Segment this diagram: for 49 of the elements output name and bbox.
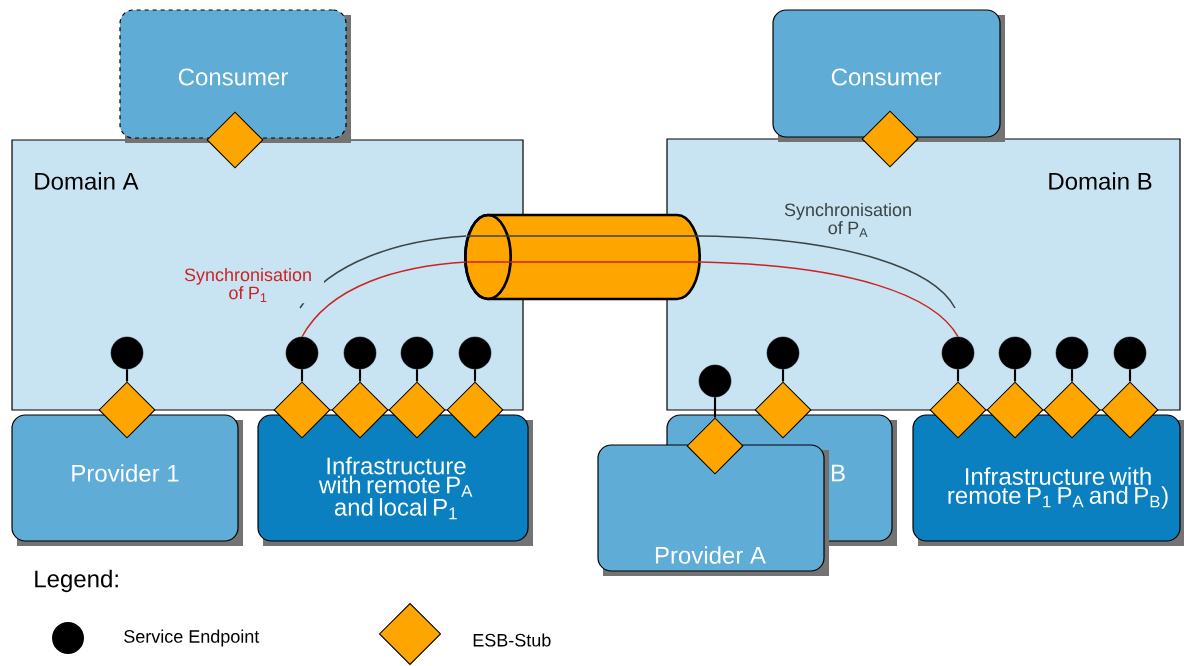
connector-line xyxy=(473,369,477,382)
sync-line xyxy=(698,261,959,338)
connector-line xyxy=(713,397,717,418)
stub-diamond xyxy=(861,110,919,168)
connector-line xyxy=(125,369,129,382)
endpoint-circle xyxy=(998,336,1032,370)
stub-diamond xyxy=(986,381,1044,439)
endpoint-circle xyxy=(110,336,144,370)
stub-diamond xyxy=(273,381,331,439)
stub-diamond xyxy=(1043,381,1101,439)
endpoint-circle xyxy=(343,336,377,370)
endpoint-circle xyxy=(1055,336,1089,370)
connector-line xyxy=(1128,369,1132,382)
endpoint-circle xyxy=(698,364,732,398)
bus-cylinder xyxy=(464,213,701,301)
stub-diamond xyxy=(446,381,504,439)
infrastructure-box: Infrastructure with remote P$_{A}$ and local P$_{1}$ xyxy=(257,414,533,546)
stub-diamond xyxy=(331,381,389,439)
sync-line xyxy=(698,235,956,309)
provider-box: Provider 1 xyxy=(11,414,243,546)
consumer-box: Consumer xyxy=(119,9,351,143)
endpoint-circle xyxy=(941,336,975,370)
endpoint-circle xyxy=(1113,336,1147,370)
provider-box: Provider A xyxy=(597,444,829,576)
sync-line xyxy=(301,261,468,338)
endpoint-circle xyxy=(458,336,492,370)
legend-heading: Legend: xyxy=(35,569,118,593)
connector-line xyxy=(415,369,419,382)
connector-line xyxy=(1013,369,1017,382)
legend-label: Service Endpoint xyxy=(124,629,260,647)
stub-diamond xyxy=(754,381,812,439)
stub-diamond xyxy=(929,381,987,439)
endpoint-circle xyxy=(766,336,800,370)
connector-line xyxy=(781,369,785,382)
endpoint-circle xyxy=(285,336,319,370)
consumer-box: Consumer xyxy=(772,9,1005,142)
stub-diamond xyxy=(1101,381,1159,439)
connector-line xyxy=(300,369,304,382)
legend-label: ESB-Stub xyxy=(473,633,551,647)
stub-diamond xyxy=(388,381,446,439)
connector-line xyxy=(956,369,960,382)
edge-label: Synchronisation of P$_{1}$ xyxy=(172,266,324,304)
connector-line xyxy=(1070,369,1074,382)
infrastructure-box: Infrastructure with remote P$_{1}$ P$_{A}$ and P$_{B}$) xyxy=(912,414,1184,546)
stub-diamond xyxy=(98,381,156,439)
edge-label: Synchronisation of P$_{A}$ xyxy=(772,201,924,239)
endpoint-circle xyxy=(400,336,434,370)
stub-diamond xyxy=(206,111,264,169)
connector-line xyxy=(358,369,362,382)
